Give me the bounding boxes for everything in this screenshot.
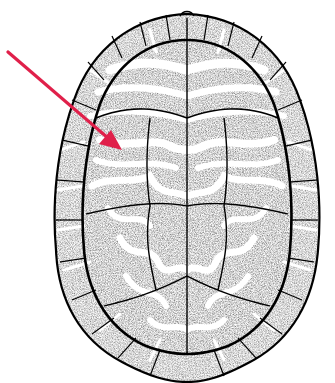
diagram-canvas [0,0,335,383]
turtle-carapace-diagram [0,0,335,383]
